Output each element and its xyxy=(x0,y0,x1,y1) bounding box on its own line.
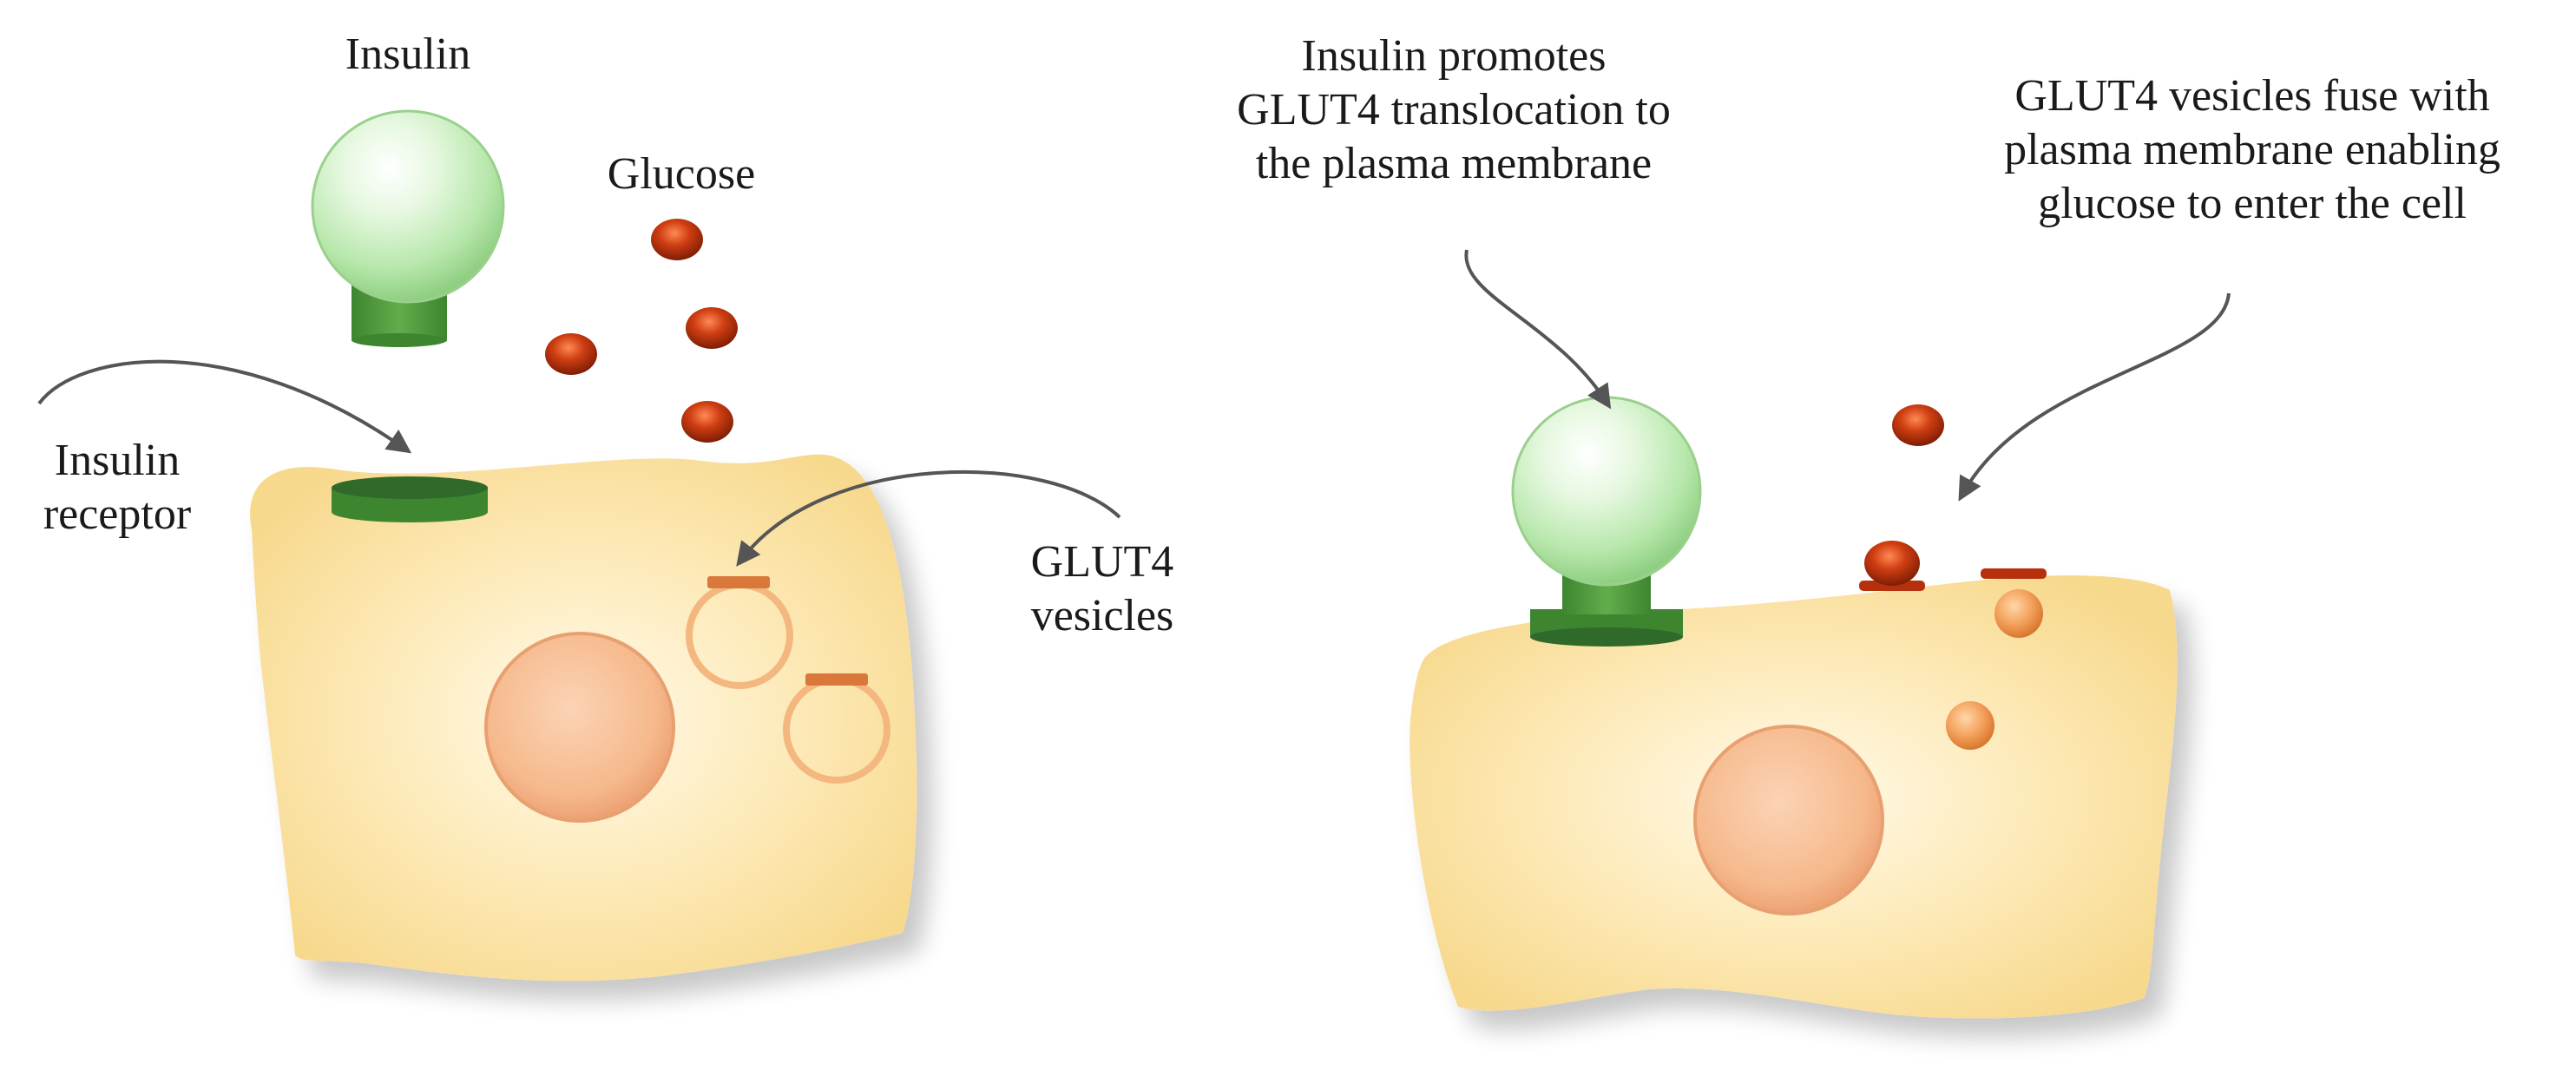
left-vesicle-2 xyxy=(783,673,890,784)
glucose-dot xyxy=(681,401,733,443)
right-nucleus xyxy=(1693,725,1884,916)
glucose-free xyxy=(1892,404,1944,446)
fusion-arrow xyxy=(1958,292,2231,502)
glucose-entering xyxy=(1864,541,1920,586)
glut4-cap xyxy=(805,673,868,686)
left-cell xyxy=(250,454,917,981)
receptor-arrow xyxy=(37,359,412,454)
left-vesicle-1 xyxy=(686,576,793,689)
right-bound-insulin xyxy=(1511,396,1702,614)
left-nucleus xyxy=(484,632,675,823)
right-cell xyxy=(1410,396,2178,1019)
glucose-molecules xyxy=(545,219,738,443)
glucose-dot xyxy=(686,307,738,349)
glucose-inside-1 xyxy=(1994,589,2043,638)
left-insulin-receptor xyxy=(332,476,488,522)
right-insulin-receptor xyxy=(1530,609,1683,647)
glucose-inside-2 xyxy=(1946,701,1994,750)
insulin-receptor-label: Insulin receptor xyxy=(43,436,192,539)
glucose-label: Glucose xyxy=(607,149,756,199)
glut4-membrane-2 xyxy=(1981,568,2047,579)
vesicles-arrow xyxy=(736,469,1121,567)
glut4-vesicles-label: GLUT4 vesicles xyxy=(1030,537,1174,640)
glut4-cap xyxy=(707,576,770,588)
glucose-dot xyxy=(545,333,597,375)
insulin-label: Insulin xyxy=(345,30,471,79)
glucose-dot xyxy=(651,219,703,260)
fusion-label: GLUT4 vesicles fuse with plasma membrane… xyxy=(2004,71,2500,228)
translocation-label: Insulin promotes GLUT4 translocation to … xyxy=(1237,31,1671,188)
translocation-arrow xyxy=(1464,249,1612,410)
left-insulin-molecule xyxy=(311,109,505,347)
